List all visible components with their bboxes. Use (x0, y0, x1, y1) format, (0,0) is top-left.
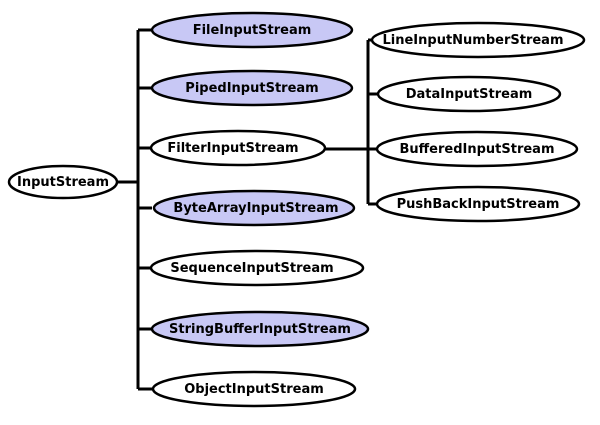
node-pipedinputstream: PipedInputStream (150, 69, 354, 107)
node-filterinputstream-label: FilterInputStream (167, 141, 298, 156)
node-stringbufferinputstream: StringBufferInputStream (150, 310, 370, 348)
node-inputstream: InputStream (7, 164, 119, 200)
node-objectinputstream: ObjectInputStream (151, 370, 357, 408)
node-sequenceinputstream: SequenceInputStream (149, 249, 365, 287)
node-bufferedinputstream-ellipse (375, 130, 579, 168)
node-lineinputnumberstream: LineInputNumberStream (370, 21, 586, 59)
node-stringbufferinputstream-ellipse (150, 310, 370, 348)
node-bytearrayinputstream-label: ByteArrayInputStream (173, 201, 338, 216)
node-bytearrayinputstream-ellipse (152, 189, 356, 227)
node-datainputstream-ellipse (376, 75, 562, 113)
node-bufferedinputstream-label: BufferedInputStream (399, 142, 554, 157)
node-pipedinputstream-ellipse (150, 69, 354, 107)
node-lineinputnumberstream-label: LineInputNumberStream (382, 33, 563, 48)
node-pushbackinputstream-ellipse (375, 185, 581, 223)
node-bytearrayinputstream: ByteArrayInputStream (152, 189, 356, 227)
node-stringbufferinputstream-label: StringBufferInputStream (169, 322, 351, 337)
node-datainputstream-label: DataInputStream (406, 87, 533, 102)
node-sequenceinputstream-ellipse (149, 249, 365, 287)
node-pushbackinputstream: PushBackInputStream (375, 185, 581, 223)
node-inputstream-label: InputStream (17, 175, 109, 190)
node-pipedinputstream-label: PipedInputStream (185, 81, 318, 96)
node-pushbackinputstream-label: PushBackInputStream (397, 197, 560, 212)
node-inputstream-ellipse (7, 164, 119, 200)
node-bufferedinputstream: BufferedInputStream (375, 130, 579, 168)
node-filterinputstream: FilterInputStream (149, 129, 327, 167)
node-fileinputstream-label: FileInputStream (193, 23, 312, 38)
node-fileinputstream-ellipse (150, 11, 354, 49)
node-objectinputstream-ellipse (151, 370, 357, 408)
node-objectinputstream-label: ObjectInputStream (184, 382, 324, 397)
node-fileinputstream: FileInputStream (150, 11, 354, 49)
node-filterinputstream-ellipse (149, 129, 327, 167)
node-sequenceinputstream-label: SequenceInputStream (170, 261, 333, 276)
node-lineinputnumberstream-ellipse (370, 21, 586, 59)
node-datainputstream: DataInputStream (376, 75, 562, 113)
